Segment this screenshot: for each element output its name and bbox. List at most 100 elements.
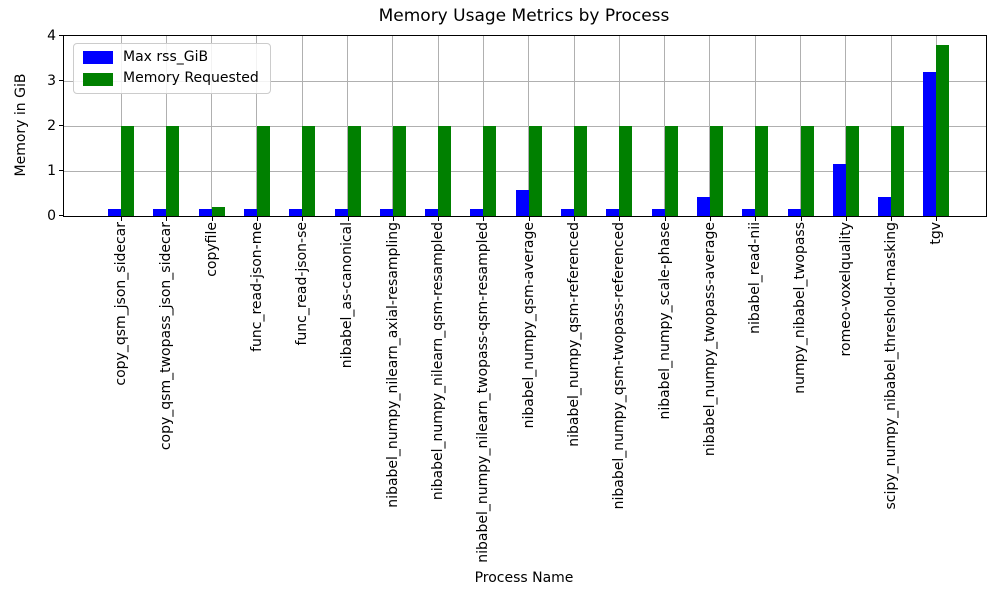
y-tick-label: 1	[47, 163, 56, 179]
y-tick-label: 4	[47, 28, 56, 44]
bar-max-rss	[606, 209, 620, 216]
x-tick-mark	[347, 217, 349, 221]
bar-memory-requested	[845, 126, 859, 216]
x-tick-label-text: nibabel_numpy_qsm-average	[520, 222, 537, 429]
bar-max-rss	[515, 190, 529, 216]
x-tick-label-text: nibabel_numpy_qsm-referenced	[565, 222, 582, 447]
x-tick-label-text: copy_qsm_twopass_json_sidecar	[158, 222, 175, 451]
x-tick-mark	[392, 217, 394, 221]
x-tick-label-text: nibabel_numpy_nilearn_qsm-resampled	[430, 222, 447, 501]
x-tick-label-text: func_read-json-se	[294, 222, 311, 346]
bar-memory-requested	[256, 126, 270, 216]
bar-memory-requested	[936, 45, 950, 216]
legend-entry: Memory Requested	[83, 70, 259, 87]
x-tick-label-text: tgv	[928, 222, 945, 245]
y-tick-mark	[59, 215, 63, 216]
bar-max-rss	[832, 164, 846, 216]
legend: Max rss_GiB Memory Requested	[73, 43, 271, 94]
x-tick-label-text: nibabel_numpy_scale-phase	[656, 222, 673, 420]
x-tick-mark	[483, 217, 485, 221]
gridline-vertical	[211, 36, 213, 216]
x-tick-mark	[121, 217, 122, 221]
bar-max-rss	[561, 209, 574, 216]
bar-memory-requested	[211, 207, 225, 216]
x-tick-mark	[619, 217, 621, 221]
gridline-horizontal	[64, 125, 986, 127]
bar-memory-requested	[121, 126, 134, 216]
x-tick-label-text: nibabel_as-canonical	[339, 222, 356, 369]
y-tick-label: 0	[47, 208, 56, 224]
bar-memory-requested	[438, 126, 452, 216]
bar-max-rss	[742, 209, 756, 216]
x-tick-label-text: nibabel_numpy_qsm-twopass-referenced	[611, 222, 628, 510]
bar-memory-requested	[347, 126, 361, 216]
x-tick-label-text: copy_qsm_json_sidecar	[112, 222, 129, 386]
x-tick-mark	[438, 217, 440, 221]
bar-memory-requested	[166, 126, 180, 216]
x-tick-label-text: nibabel_read-nii	[747, 222, 764, 334]
legend-entry: Max rss_GiB	[83, 49, 259, 65]
bar-memory-requested	[619, 126, 633, 216]
legend-label: Max rss_GiB	[123, 49, 209, 65]
bar-max-rss	[198, 209, 212, 216]
x-tick-label-text: copyfile	[203, 222, 220, 277]
bar-max-rss	[696, 197, 710, 216]
bar-max-rss	[379, 209, 393, 216]
plot-area: Max rss_GiB Memory Requested	[63, 35, 987, 217]
y-tick-mark	[59, 170, 63, 171]
x-tick-label-text: nibabel_numpy_nilearn_twopass-qsm-resamp…	[475, 222, 492, 563]
bar-max-rss	[425, 209, 439, 216]
legend-label: Memory Requested	[123, 70, 259, 87]
x-tick-mark	[664, 217, 666, 221]
x-tick-mark	[800, 217, 802, 221]
x-tick-mark	[936, 217, 938, 221]
bar-max-rss	[334, 209, 348, 216]
x-tick-label-text: nibabel_numpy_twopass-average	[701, 222, 718, 457]
x-tick-label-text: func_read-json-me	[248, 222, 265, 352]
bar-memory-requested	[664, 126, 678, 216]
legend-swatch	[83, 51, 113, 65]
x-tick-mark	[845, 217, 847, 221]
gridline-horizontal	[64, 170, 986, 172]
bar-max-rss	[153, 209, 167, 216]
x-tick-mark	[166, 217, 168, 221]
bar-max-rss	[470, 209, 484, 216]
x-axis-label: Process Name	[474, 570, 574, 586]
x-tick-label-text: numpy_nibabel_twopass	[792, 222, 809, 394]
bar-memory-requested	[891, 126, 905, 216]
bar-max-rss	[289, 209, 303, 216]
gridline-horizontal	[64, 80, 986, 82]
y-tick-label: 3	[47, 73, 56, 89]
bar-memory-requested	[709, 126, 723, 216]
legend-swatch	[83, 72, 113, 86]
bar-memory-requested	[574, 126, 587, 216]
bar-max-rss	[923, 72, 937, 216]
bar-max-rss	[108, 209, 121, 216]
x-tick-mark	[256, 217, 258, 221]
x-tick-label-text: nibabel_numpy_nilearn_axial-resampling	[384, 222, 401, 508]
bar-memory-requested	[483, 126, 497, 216]
y-tick-label: 2	[47, 118, 56, 134]
x-tick-mark	[709, 217, 711, 221]
bar-memory-requested	[800, 126, 814, 216]
x-tick-mark	[891, 217, 893, 221]
x-tick-label-text: romeo-voxelquality	[837, 222, 854, 357]
y-tick-mark	[59, 80, 63, 81]
bar-max-rss	[243, 209, 257, 216]
bar-max-rss	[878, 197, 892, 216]
x-tick-mark	[528, 217, 530, 221]
y-tick-mark	[59, 35, 63, 36]
x-tick-mark	[211, 217, 213, 221]
bar-memory-requested	[755, 126, 769, 216]
x-tick-mark	[302, 217, 304, 221]
y-tick-mark	[59, 125, 63, 126]
bar-memory-requested	[392, 126, 406, 216]
bar-max-rss	[787, 209, 801, 216]
bar-memory-requested	[302, 126, 316, 216]
bar-max-rss	[651, 209, 665, 216]
x-tick-mark	[574, 217, 575, 221]
chart-title: Memory Usage Metrics by Process	[378, 6, 670, 26]
x-tick-label-text: scipy_numpy_nibabel_threshold-masking	[883, 222, 900, 510]
x-tick-mark	[755, 217, 757, 221]
